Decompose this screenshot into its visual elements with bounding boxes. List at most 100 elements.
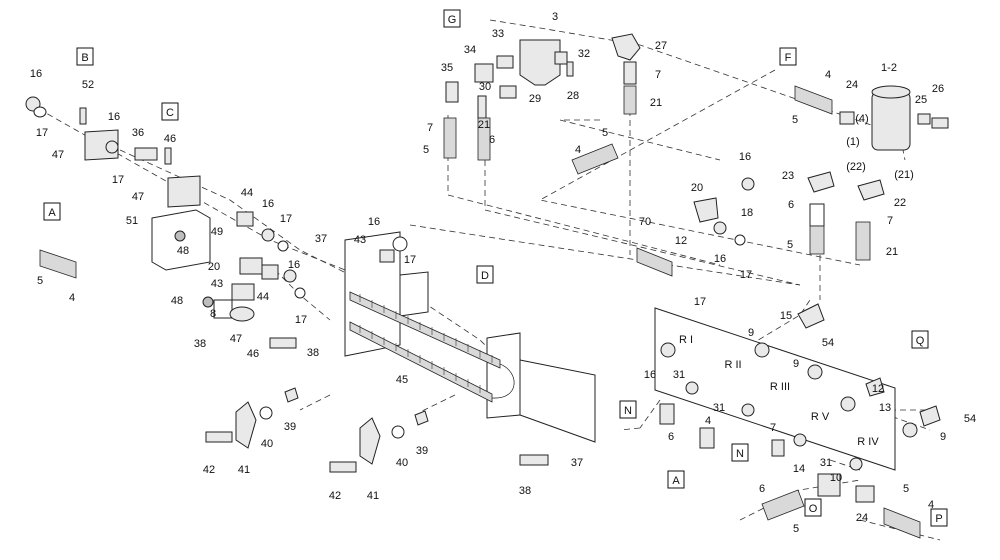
callout-c76: 18: [741, 207, 753, 219]
callout-c17: 4: [69, 292, 75, 304]
callout-c78: 16: [714, 253, 726, 265]
callout-c41: 41: [367, 490, 379, 502]
callout-c32: 17: [404, 254, 416, 266]
callout-c24: 38: [194, 338, 206, 350]
callout-c89: 16: [644, 369, 656, 381]
callout-c39: 40: [396, 457, 408, 469]
callout-c25: 47: [230, 333, 242, 345]
section-label-n1: N: [619, 400, 637, 419]
elbow-15: [797, 303, 825, 329]
callout-c97: 7: [770, 422, 776, 434]
manifold-fittings: [659, 342, 941, 539]
callout-c84: 15: [780, 310, 792, 322]
callout-c6: 17: [112, 174, 124, 186]
left-parts: [25, 96, 549, 473]
heater-bracket-assembly: [344, 231, 596, 443]
callout-c105: 5: [903, 483, 909, 495]
callout-c49: 28: [567, 90, 579, 102]
heater-coil-upper: [349, 291, 501, 369]
callout-c90: 31: [673, 369, 685, 381]
fitting-36: [134, 147, 158, 161]
callout-c102: 6: [759, 483, 765, 495]
section-label-text: P: [935, 513, 942, 525]
callout-c50: 29: [529, 93, 541, 105]
callout-c56: 27: [655, 40, 667, 52]
filter-1-2: [871, 91, 911, 151]
section-label-c: C: [161, 102, 179, 121]
callout-c42: 38: [519, 485, 531, 497]
callout-c30: 43: [354, 234, 366, 246]
callout-c43: 37: [571, 457, 583, 469]
callout-c54: 7: [427, 122, 433, 134]
callout-c99: 14: [793, 463, 805, 475]
callout-c91: 12: [872, 383, 884, 395]
callout-c34: 39: [284, 421, 296, 433]
callout-c81: 21: [886, 246, 898, 258]
bracket-plate-step: [399, 271, 429, 317]
ring-17-b: [33, 106, 47, 118]
callout-c55: 5: [423, 144, 429, 156]
callout-c64: 26: [932, 83, 944, 95]
section-label-text: N: [736, 448, 744, 460]
callout-c57: 7: [655, 69, 661, 81]
callout-c87: 54: [822, 337, 834, 349]
callout-c104: 24: [856, 512, 868, 524]
callout-c98: 9: [940, 431, 946, 443]
callout-c8: 46: [164, 133, 176, 145]
callout-c73: 22: [894, 197, 906, 209]
section-label-text: Q: [916, 335, 925, 347]
group-g-parts: [443, 33, 641, 161]
port-label-r5: R IV: [857, 436, 879, 448]
valve-3: [519, 39, 561, 86]
section-label-text: G: [448, 14, 457, 26]
callout-c5: 47: [52, 149, 64, 161]
callout-c15: 48: [177, 245, 189, 257]
callout-c60: 4: [575, 144, 581, 156]
callout-c26: 46: [247, 348, 259, 360]
section-label-o: O: [804, 498, 822, 517]
callout-c21: 16: [288, 259, 300, 271]
callout-c69: (22): [846, 161, 866, 173]
callout-c68: (1): [846, 136, 859, 148]
section-label-text: D: [481, 270, 489, 282]
callout-c75: 6: [788, 199, 794, 211]
callout-c29: 37: [315, 233, 327, 245]
callout-c67: (4): [855, 113, 868, 125]
callout-c63: 24: [846, 79, 858, 91]
callout-c53: 6: [489, 134, 495, 146]
section-label-g: G: [443, 9, 461, 28]
callout-c7: 36: [132, 127, 144, 139]
section-label-text: N: [624, 405, 632, 417]
callout-c66: 5: [792, 114, 798, 126]
callout-c33: 45: [396, 374, 408, 386]
section-label-b: B: [76, 47, 94, 66]
section-label-text: A: [672, 475, 680, 487]
port-label-r3: R III: [770, 381, 790, 393]
callout-c18: 20: [208, 261, 220, 273]
section-label-d: D: [476, 265, 494, 284]
screw-49: [174, 230, 186, 242]
callout-c82: 70: [639, 216, 651, 228]
section-label-p: P: [930, 508, 948, 527]
section-label-n2: N: [731, 443, 749, 462]
section-label-text: F: [785, 52, 792, 64]
section-label-f: F: [779, 47, 797, 66]
callout-c22: 48: [171, 295, 183, 307]
lower-hardware: [205, 387, 549, 473]
callout-c100: 31: [820, 457, 832, 469]
group-f-parts: [571, 85, 949, 329]
elbow-27: [611, 33, 641, 61]
callout-c101: 10: [830, 472, 842, 484]
screw-52: [79, 107, 87, 125]
callout-c4: 16: [108, 111, 120, 123]
callout-c9: 47: [132, 191, 144, 203]
callout-c2: 17: [36, 127, 48, 139]
bracket-plate-left: [344, 231, 401, 357]
callout-c37: 41: [238, 464, 250, 476]
port-label-r1: R I: [679, 334, 693, 346]
callout-c80: 5: [787, 239, 793, 251]
